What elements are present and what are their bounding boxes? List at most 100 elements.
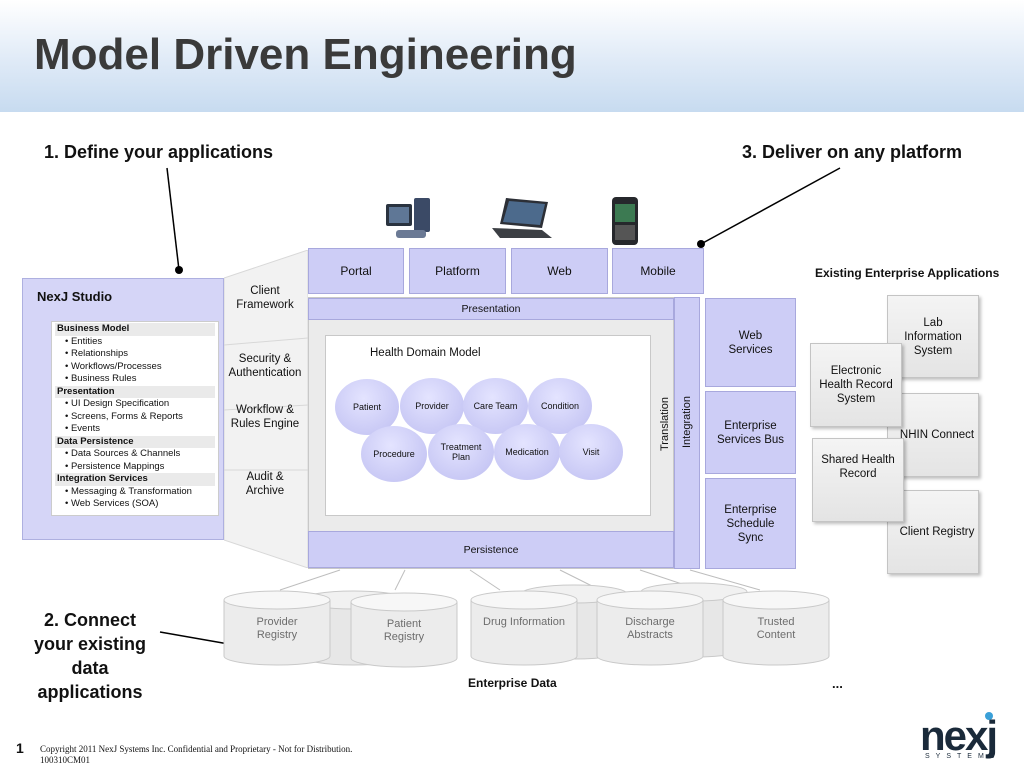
step-connect-line: applications (37, 682, 143, 702)
nexj-logo: nexj (920, 712, 998, 759)
capability-client-framework: Client Framework (224, 284, 306, 312)
database-label-line: Registry (256, 629, 298, 641)
studio-item: • Messaging & Transformation (65, 485, 192, 497)
capability-security: Security & Authentication (224, 352, 306, 380)
translation-label: Translation (659, 396, 671, 451)
database-cylinder-icon (596, 590, 704, 666)
database-label-line: Provider (256, 616, 298, 628)
document-code: 100310CM01 (40, 755, 91, 765)
entity-label-line: Plan (451, 452, 470, 462)
studio-item: • Events (65, 423, 101, 434)
entity-condition: Condition (528, 378, 592, 434)
studio-section-heading: Presentation (55, 385, 215, 398)
database-cylinder-icon (722, 590, 830, 666)
entity-provider: Provider (400, 378, 464, 434)
app-label-line: Information (904, 330, 962, 343)
integration-label: Integration (681, 396, 693, 448)
service-label-line: Enterprise (724, 503, 777, 516)
app-lab-information-system: Lab Information System (887, 295, 979, 378)
database-label: Trusted Content (722, 616, 830, 642)
enterprise-apps-title: Existing Enterprise Applications (815, 266, 1000, 280)
database-trusted-content: Trusted Content (722, 590, 830, 666)
database-label-line: Registry (383, 631, 425, 643)
database-drug-information: Drug Information (470, 590, 578, 666)
database-label-line: Patient (386, 618, 422, 630)
callout-line-define (166, 167, 180, 271)
service-web-services: Web Services (705, 298, 796, 387)
service-label-line: Schedule (726, 517, 775, 530)
app-label-line: Shared Health (821, 454, 895, 466)
laptop-icon (492, 198, 552, 238)
capability-line: Rules Engine (230, 418, 300, 430)
studio-item: • Persistence Mappings (65, 460, 165, 472)
capability-line: Archive (245, 485, 285, 497)
database-cylinder-icon (223, 590, 331, 666)
slide-number: 1 (16, 740, 24, 756)
database-cylinder-icon (470, 590, 578, 666)
studio-item: • Data Sources & Channels (65, 448, 181, 459)
studio-item: • Workflows/Processes (65, 360, 162, 372)
entity-treatment-plan: Treatment Plan (428, 424, 494, 480)
database-label: Drug Information (470, 616, 578, 629)
studio-item: • Web Services (SOA) (65, 498, 159, 509)
copyright-text: Copyright 2011 NexJ Systems Inc. Confide… (40, 744, 353, 754)
database-patient-registry: Patient Registry (350, 592, 458, 668)
capability-line: Client (250, 285, 280, 297)
service-enterprise-schedule-sync: Enterprise Schedule Sync (705, 478, 796, 569)
database-discharge-abstracts: Discharge Abstracts (596, 590, 704, 666)
app-label-line: Lab (923, 316, 943, 329)
capability-line: Security & (238, 353, 292, 365)
nexj-studio-panel: NexJ Studio Business Model • Entities • … (22, 278, 224, 540)
step-connect-line: data (71, 658, 109, 678)
service-label-line: Enterprise (724, 419, 777, 432)
slide-title: Model Driven Engineering (34, 30, 577, 79)
database-cylinder-icon (350, 592, 458, 668)
studio-item: • Entities (65, 335, 103, 347)
studio-section-heading: Business Model (55, 323, 215, 336)
service-label-line: Services (728, 343, 773, 356)
database-label: Provider Registry (223, 616, 331, 642)
step-connect: 2. Connect your existing data applicatio… (22, 608, 158, 704)
domain-model-title: Health Domain Model (370, 347, 481, 359)
app-label-line: Electronic (830, 365, 882, 377)
studio-title: NexJ Studio (37, 289, 113, 304)
callout-dot-define (175, 266, 183, 274)
database-label-line: Discharge (625, 616, 675, 628)
entity-procedure: Procedure (361, 426, 427, 482)
capability-line: Framework (236, 299, 294, 311)
capability-line: Authentication (228, 367, 302, 379)
studio-item: • UI Design Specification (65, 398, 170, 409)
callout-line-deliver (700, 167, 841, 245)
capability-line: Workflow & (236, 404, 294, 416)
database-label-line: Drug Information (483, 616, 565, 628)
service-label-line: Sync (737, 531, 764, 544)
step-connect-line: your existing (33, 634, 147, 654)
channel-web: Web (511, 248, 608, 294)
capability-audit: Audit & Archive (224, 470, 306, 498)
capability-workflow: Workflow & Rules Engine (224, 403, 306, 431)
app-label-line: Record (839, 468, 877, 480)
smartphone-icon (612, 197, 638, 245)
presentation-layer: Presentation (308, 298, 674, 320)
database-provider-registry: Provider Registry (223, 590, 331, 666)
database-label-line: Trusted (757, 616, 795, 628)
nexj-logo-subtitle: SYSTEMS (925, 753, 1001, 760)
capabilities-wedge (224, 250, 308, 568)
studio-section-heading: Data Persistence (55, 435, 215, 448)
studio-item: • Screens, Forms & Reports (65, 410, 183, 422)
entity-patient: Patient (335, 379, 399, 435)
database-label: Patient Registry (350, 618, 458, 644)
service-enterprise-services-bus: Enterprise Services Bus (705, 391, 796, 474)
app-electronic-health-record: Electronic Health Record System (810, 343, 902, 427)
step-connect-line: 2. Connect (43, 610, 136, 630)
slide-header: Model Driven Engineering (0, 0, 1024, 112)
channel-mobile: Mobile (612, 248, 704, 294)
app-shared-health-record: Shared Health Record (812, 438, 904, 522)
database-label: Discharge Abstracts (596, 616, 704, 642)
step-define: 1. Define your applications (44, 142, 274, 162)
capability-line: Audit & (246, 471, 284, 483)
callout-dot-deliver (697, 240, 705, 248)
database-label-line: Abstracts (627, 629, 673, 641)
logo-dot-icon (985, 712, 993, 720)
entity-visit: Visit (559, 424, 623, 480)
